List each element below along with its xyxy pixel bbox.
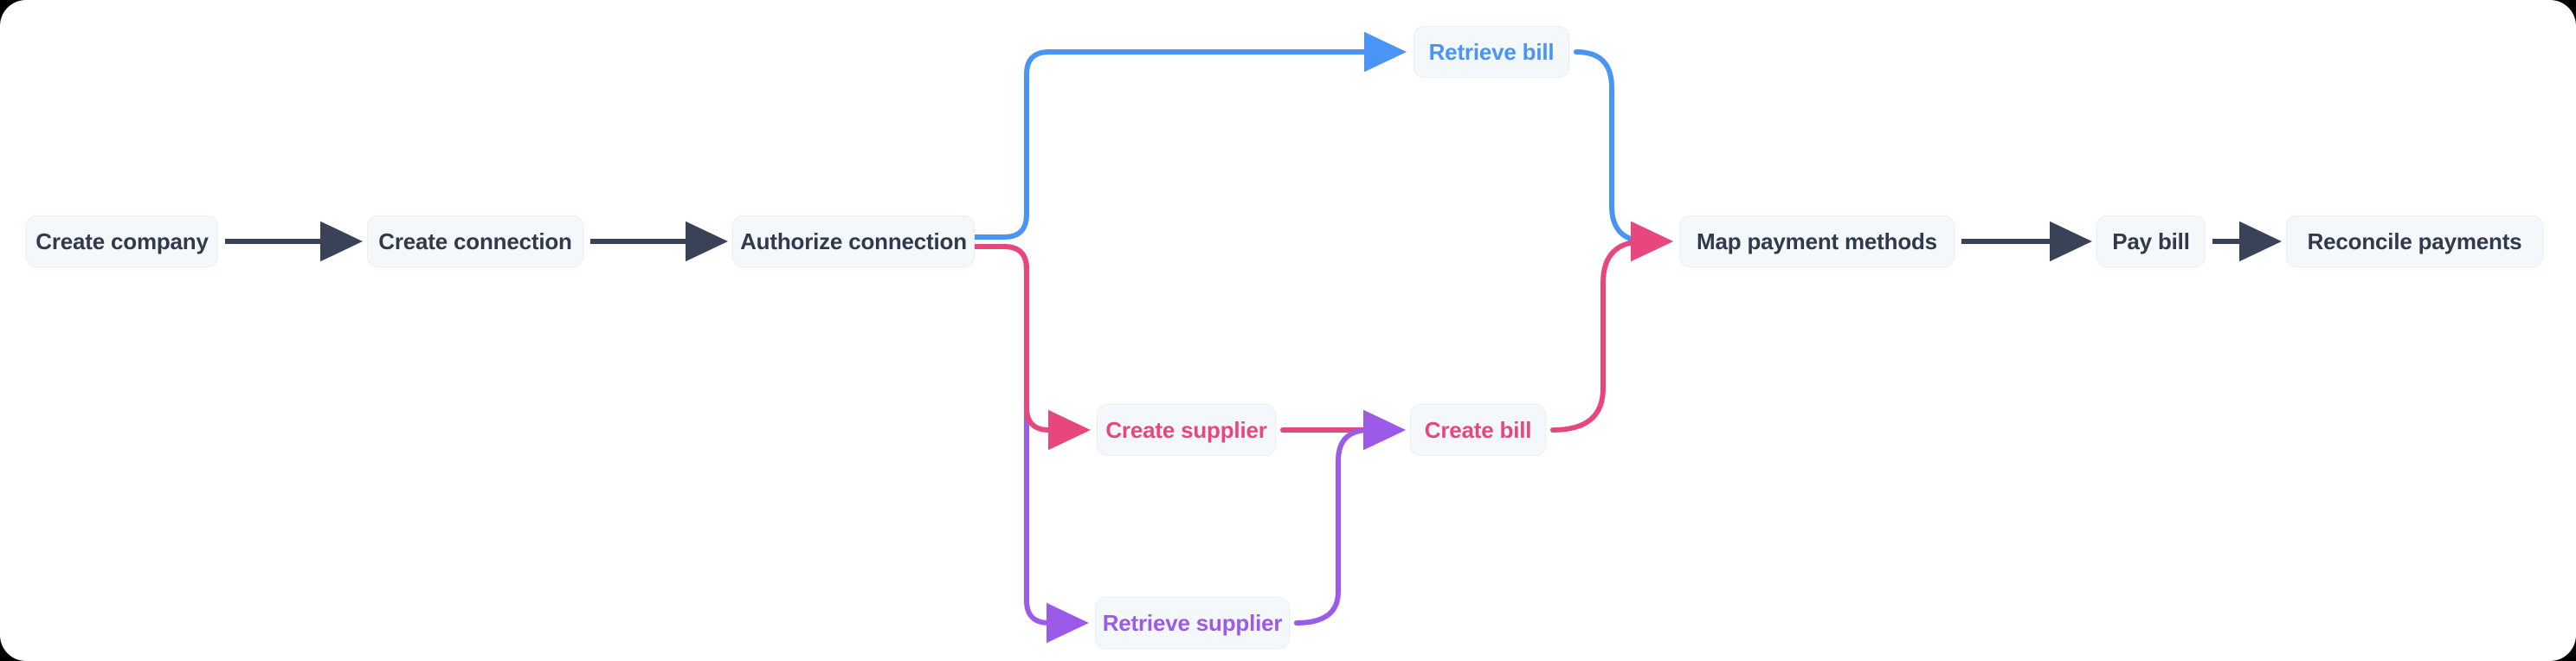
edge-retrieve-bill-to-map-payment-methods bbox=[1574, 49, 1674, 262]
edge-retrieve-supplier-to-create-bill bbox=[1294, 409, 1407, 626]
node-label: Retrieve bill bbox=[1428, 39, 1555, 65]
node-create-company[interactable]: Create company bbox=[26, 215, 218, 267]
node-label: Authorize connection bbox=[740, 228, 967, 254]
node-label: Create company bbox=[35, 228, 209, 254]
node-map-payment-methods[interactable]: Map payment methods bbox=[1679, 215, 1955, 267]
node-authorize-connection[interactable]: Authorize connection bbox=[732, 215, 975, 267]
node-pay-bill[interactable]: Pay bill bbox=[2096, 215, 2206, 267]
node-label: Create connection bbox=[378, 228, 572, 254]
node-label: Reconcile payments bbox=[2307, 228, 2522, 254]
node-create-bill[interactable]: Create bill bbox=[1410, 404, 1546, 456]
node-label: Create supplier bbox=[1105, 417, 1267, 443]
node-label: Retrieve supplier bbox=[1102, 610, 1283, 636]
node-label: Create bill bbox=[1424, 417, 1532, 443]
node-create-connection[interactable]: Create connection bbox=[367, 215, 583, 267]
node-retrieve-bill[interactable]: Retrieve bill bbox=[1414, 26, 1569, 78]
edge-create-bill-to-map-payment-methods bbox=[1550, 221, 1674, 433]
node-retrieve-supplier[interactable]: Retrieve supplier bbox=[1095, 597, 1290, 649]
node-label: Pay bill bbox=[2112, 228, 2190, 254]
edge-authorize-connection-to-retrieve-bill bbox=[972, 31, 1407, 240]
node-reconcile-payments[interactable]: Reconcile payments bbox=[2286, 215, 2543, 267]
node-create-supplier[interactable]: Create supplier bbox=[1097, 404, 1276, 456]
node-label: Map payment methods bbox=[1697, 228, 1937, 254]
edge-authorize-connection-to-create-supplier bbox=[972, 244, 1092, 451]
